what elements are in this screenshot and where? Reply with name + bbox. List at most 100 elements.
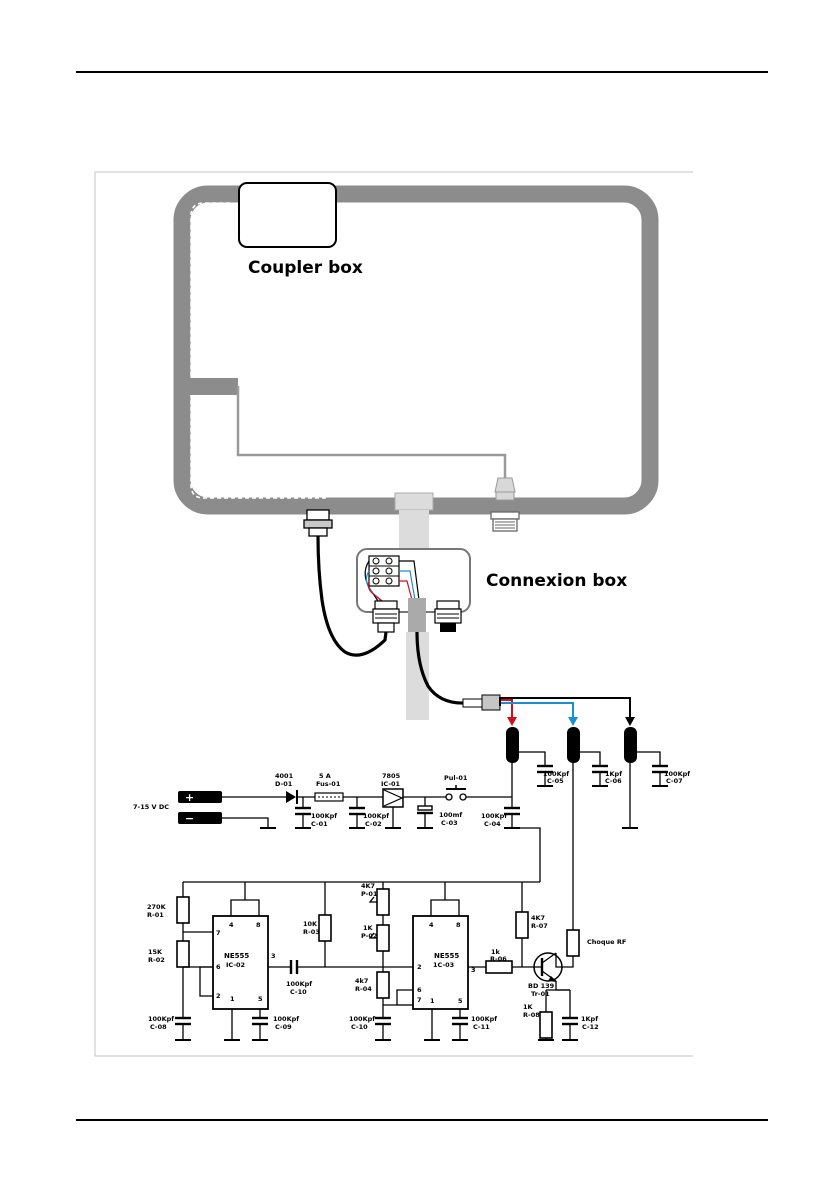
diode-d01 [286, 791, 296, 803]
wire-red [500, 699, 513, 720]
supply-terminals [178, 791, 222, 824]
component-label: 3 [271, 952, 276, 960]
component-label: R-01 [147, 911, 164, 919]
component-label: 100Kpf [481, 812, 507, 820]
bottom-rule [76, 1119, 768, 1121]
wire-black [499, 697, 631, 720]
component-label: 4K7 [531, 914, 545, 922]
loop-coax-connector [303, 509, 333, 537]
ic02-ne555 [212, 915, 269, 1010]
component-label: C-06 [605, 777, 622, 785]
bushing-blue [567, 727, 580, 763]
cable-splitter-plug [462, 694, 501, 711]
component-label: Pul-01 [444, 774, 468, 782]
component-label: 1k [491, 948, 501, 956]
component-label: C-01 [311, 820, 328, 828]
component-label: C-09 [275, 1023, 292, 1031]
component-label: 6 [417, 986, 422, 994]
connexion-box [356, 548, 471, 633]
component-label: R-06 [490, 955, 507, 963]
component-label: Choque RF [587, 938, 626, 946]
component-label: C-10 [290, 988, 307, 996]
mast-cable [394, 492, 434, 720]
supply-voltage-label: 7-15 V DC [133, 803, 169, 811]
component-label: 8 [456, 921, 461, 929]
component-label: 3 [471, 966, 476, 974]
component-label: R-04 [355, 985, 372, 993]
component-label: P-02 [361, 932, 377, 940]
component-label: 100Kpf [349, 1015, 375, 1023]
transistor-tr01 [533, 952, 563, 982]
component-label: C-03 [441, 819, 458, 827]
wire-blue [500, 702, 574, 720]
component-label: 7 [417, 996, 422, 1004]
component-label: 4 [229, 921, 234, 929]
component-label: IC-01 [381, 780, 401, 788]
component-label: D-01 [275, 780, 293, 788]
component-label: 100Kpf [363, 812, 389, 820]
regulator-ic01 [382, 788, 404, 808]
component-label: NE555 [434, 952, 459, 960]
component-label: 100mf [439, 811, 462, 819]
coupler-box-label: Coupler box [248, 258, 363, 278]
connexion-box-label: Connexion box [486, 571, 627, 591]
component-label: 5 A [319, 772, 331, 780]
component-label: 15K [148, 948, 163, 956]
component-label: 6 [216, 963, 221, 971]
component-label: 2 [216, 992, 221, 1000]
coupler-box [238, 182, 337, 248]
component-label: BD 139 [528, 982, 555, 990]
component-label: 1K [363, 924, 374, 932]
component-label: 100Kpf [286, 980, 312, 988]
component-label: 100Kpf [311, 812, 337, 820]
component-label: R-07 [531, 922, 548, 930]
component-label: 4001 [275, 772, 294, 780]
component-label: C-11 [473, 1023, 490, 1031]
pushbutton-pul01 [445, 785, 467, 801]
figure-frame [94, 171, 693, 1057]
component-label: 4K7 [361, 882, 375, 890]
bushing-red [506, 727, 519, 763]
component-label: R-02 [148, 956, 165, 964]
bushing-black [624, 727, 637, 763]
component-label: NE555 [224, 952, 249, 960]
coax-cable-loop-to-box [316, 535, 388, 657]
component-label: 1K [523, 1003, 534, 1011]
coax-cable-box-to-splitter [415, 631, 484, 705]
component-label: 100Kpf [471, 1015, 497, 1023]
component-label: 100Kpf [273, 1015, 299, 1023]
component-label: 100Kpf [148, 1015, 174, 1023]
component-label: Fus-01 [316, 780, 341, 788]
component-label: 1Kpf [581, 1015, 598, 1023]
component-label: R-03 [303, 928, 320, 936]
component-label: 5 [258, 995, 263, 1003]
component-label: R-08 [523, 1011, 540, 1019]
component-label: 1C-03 [433, 961, 454, 969]
component-label: 7 [216, 929, 221, 937]
component-label: C-04 [484, 820, 501, 828]
component-label: 100Kpf [543, 770, 569, 778]
ic03-ne555 [412, 915, 469, 1010]
component-label: C-08 [150, 1023, 167, 1031]
component-label: 4 [429, 921, 434, 929]
top-rule [76, 71, 768, 73]
component-label: IC-02 [226, 961, 245, 969]
component-label: 4k7 [355, 977, 368, 985]
component-label: 8 [256, 921, 261, 929]
component-label: C-02 [365, 820, 382, 828]
component-label: 270K [147, 903, 167, 911]
component-label: 1 [430, 997, 435, 1005]
component-label: − [185, 812, 194, 825]
component-label: C-05 [547, 777, 564, 785]
component-label: 1 [230, 995, 235, 1003]
component-label: 7805 [382, 772, 401, 780]
component-label: C-07 [666, 777, 683, 785]
component-label: 100Kpf [664, 770, 690, 778]
component-label: 1Kpf [605, 770, 622, 778]
component-label: 5 [458, 997, 463, 1005]
loop-right-connector [490, 511, 520, 532]
component-label: C-10 [351, 1023, 368, 1031]
component-label: + [185, 791, 194, 804]
component-label: 10K [303, 920, 318, 928]
